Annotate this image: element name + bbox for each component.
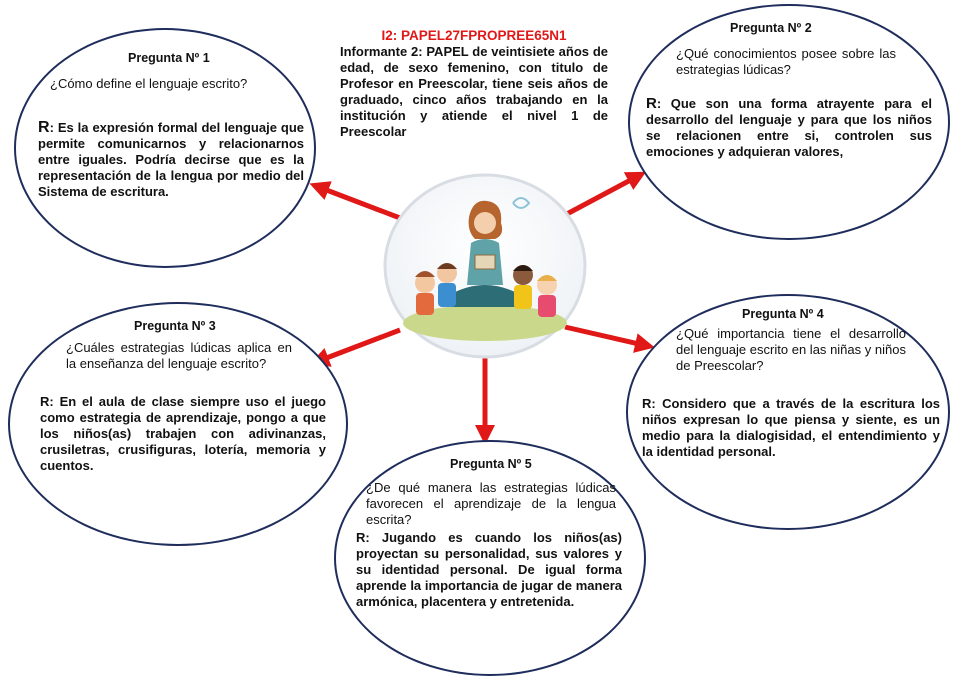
pregunta-3-question: ¿Cuáles estrategias lúdicas aplica en la… bbox=[66, 340, 292, 371]
pregunta-4-title: Pregunta Nº 4 bbox=[742, 307, 824, 321]
pregunta-1-title: Pregunta Nº 1 bbox=[128, 51, 210, 65]
informant-description: Informante 2: PAPEL de veintisiete años … bbox=[340, 44, 608, 139]
arrow-to-pregunta-1 bbox=[309, 181, 401, 221]
pregunta-5-question: ¿De qué manera las estrategias lúdicas f… bbox=[366, 480, 616, 527]
pregunta-2-bubble bbox=[628, 4, 950, 240]
arrow-to-pregunta-2 bbox=[563, 171, 647, 218]
arrow-to-pregunta-3 bbox=[309, 327, 401, 367]
pregunta-1-bubble bbox=[14, 28, 316, 268]
pregunta-5-answer: R: Jugando es cuando los niños(as) proye… bbox=[356, 530, 622, 609]
informant-block: I2: PAPEL27FPROPREE65N1 Informante 2: PA… bbox=[340, 28, 608, 140]
pregunta-3-bubble bbox=[8, 302, 348, 546]
pregunta-3-answer: R: En el aula de clase siempre uso el ju… bbox=[40, 394, 326, 473]
pregunta-2-question: ¿Qué conocimientos posee sobre las estra… bbox=[676, 46, 896, 77]
pregunta-1-question: ¿Cómo define el lenguaje escrito? bbox=[50, 76, 248, 91]
pregunta-5-bubble bbox=[334, 440, 646, 676]
pregunta-1-answer: R: Es la expresión formal del lenguaje q… bbox=[38, 119, 304, 200]
pregunta-3-title: Pregunta Nº 3 bbox=[134, 319, 216, 333]
pregunta-4-answer: R: Considero que a través de la escritur… bbox=[642, 396, 940, 459]
pregunta-4-question: ¿Qué importancia tiene el desarrollo del… bbox=[676, 326, 906, 373]
pregunta-2-title: Pregunta Nº 2 bbox=[730, 21, 812, 35]
arrow-to-pregunta-4 bbox=[564, 324, 655, 353]
pregunta-2-answer: R: Que son una forma atrayente para el d… bbox=[646, 95, 932, 160]
pregunta-4-bubble bbox=[626, 294, 950, 530]
informant-code: I2: PAPEL27FPROPREE65N1 bbox=[381, 28, 567, 43]
teacher-children-image bbox=[383, 173, 587, 359]
pregunta-5-title: Pregunta Nº 5 bbox=[450, 457, 532, 471]
